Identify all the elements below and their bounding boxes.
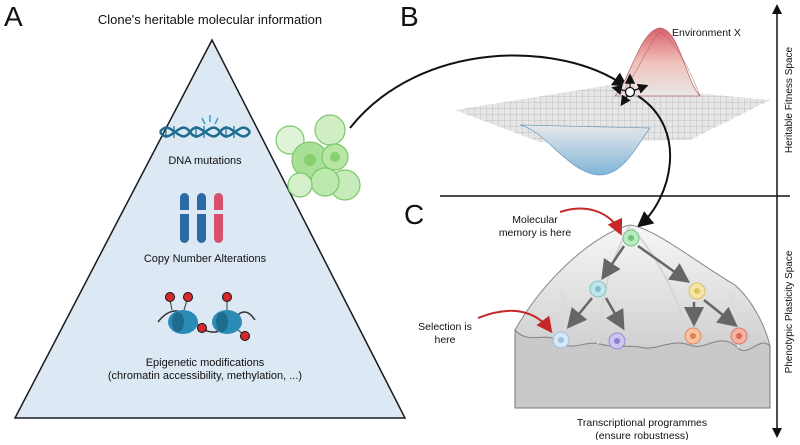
cell-icon (622, 229, 640, 247)
landscape-icon (455, 27, 770, 176)
axis-label-lower: Phenotypic Plasticity Space (784, 250, 795, 373)
selection-label-line2: here (434, 334, 455, 346)
panel-b-letter: B (400, 1, 419, 32)
programmes-label-line2: (ensure robustness) (595, 430, 688, 440)
cell-icon (608, 332, 626, 350)
dna-label: DNA mutations (168, 155, 242, 167)
cna-label: Copy Number Alterations (144, 253, 267, 265)
cell-icon (688, 282, 706, 300)
panel-c-letter: C (404, 199, 424, 230)
dna-helix-icon (158, 115, 252, 138)
memory-label-line2: memory is here (499, 227, 572, 239)
memory-label-line1: Molecular (512, 214, 558, 226)
nucleosome-icon (157, 292, 256, 341)
chromosome-icon (180, 193, 223, 243)
environment-label: Environment X (672, 27, 741, 39)
cell-icon (730, 327, 748, 345)
landscape-cell-marker (611, 73, 649, 107)
axis-label-upper: Heritable Fitness Space (784, 46, 795, 153)
landscape-cells (552, 229, 748, 350)
lineage-arrows (566, 244, 738, 331)
cell-icon (552, 331, 570, 349)
vertical-axis (772, 4, 782, 438)
cell-icon (684, 327, 702, 345)
panel-a-title: Clone's heritable molecular information (98, 12, 322, 27)
selection-pointer-arrow (477, 309, 553, 334)
epi-label-line2: (chromatin accessibility, methylation, .… (108, 370, 302, 382)
memory-pointer-arrow (559, 207, 623, 236)
programmes-label-line1: Transcriptional programmes (577, 417, 707, 429)
triangle (13, 38, 407, 419)
arrow-landscape-to-memory (636, 95, 672, 228)
selection-label-line1: Selection is (418, 321, 472, 333)
cell-cluster-icon (275, 114, 361, 201)
panel-a-letter: A (4, 1, 23, 32)
arrow-clone-to-landscape (349, 54, 629, 129)
waddington-landscape (514, 224, 771, 409)
epi-label-line1: Epigenetic modifications (146, 357, 265, 369)
cell-icon (589, 280, 607, 298)
